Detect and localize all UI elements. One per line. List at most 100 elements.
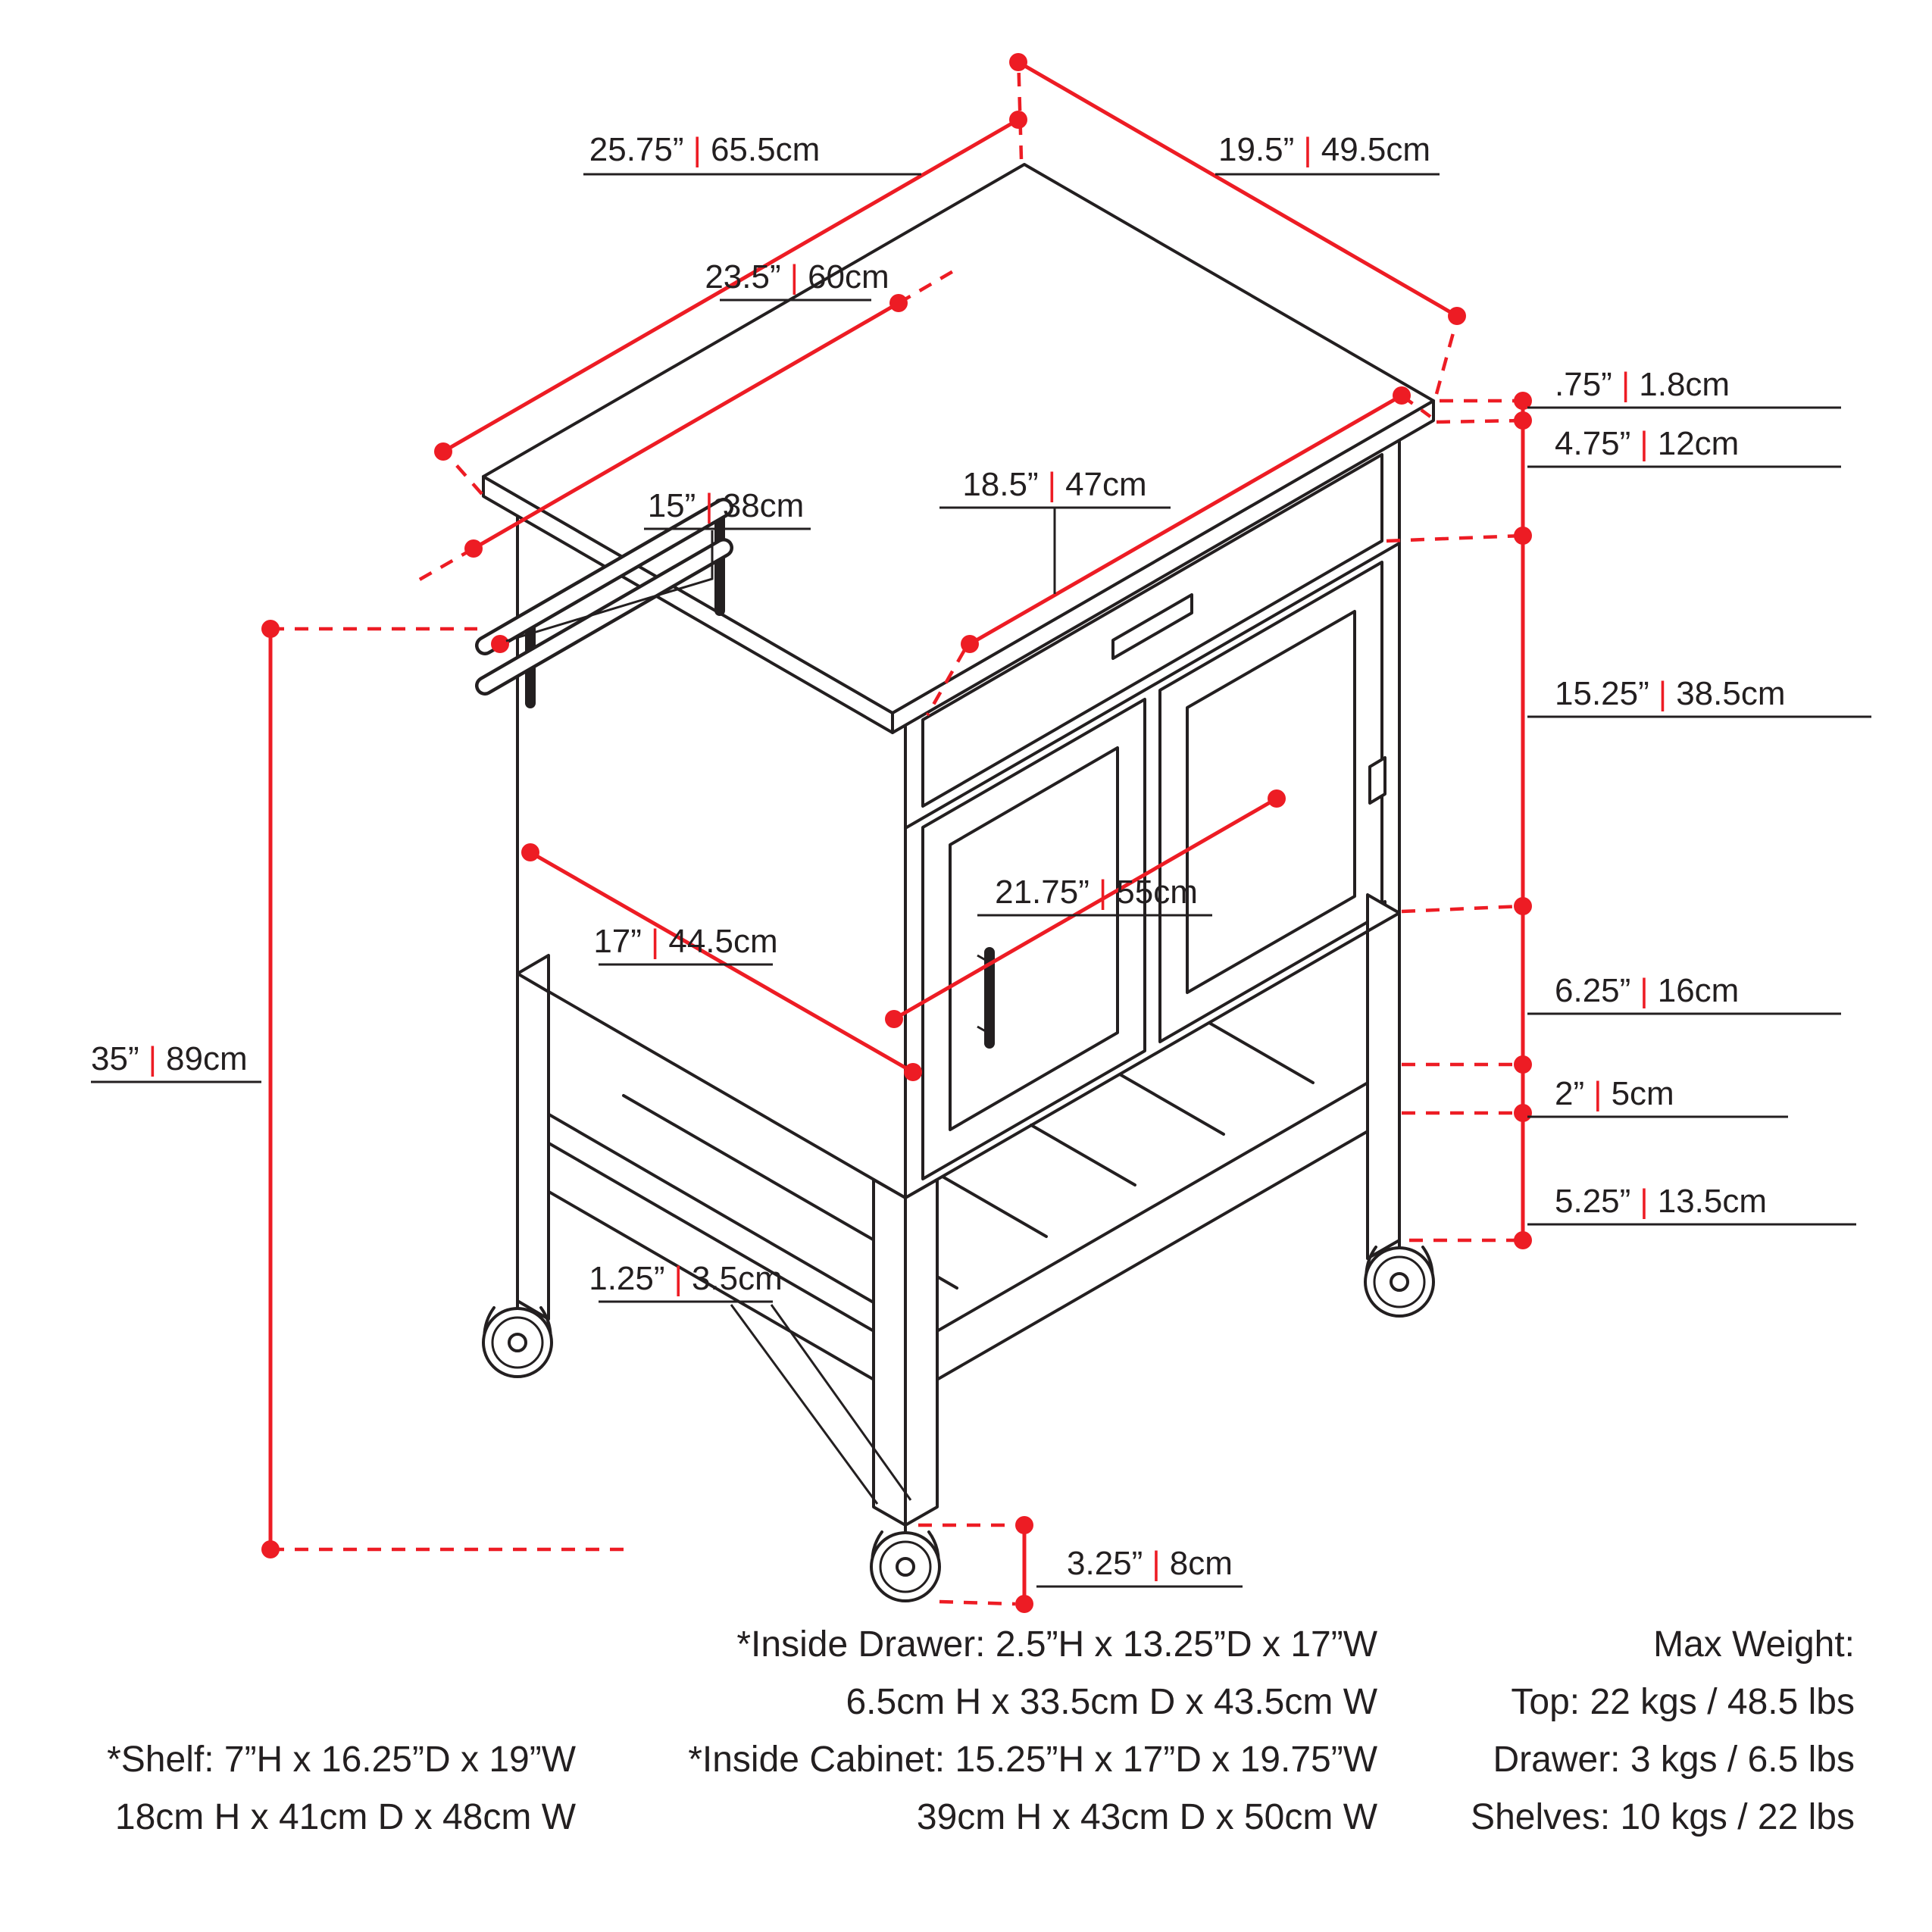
note-shelf-metric: 18cm H x 41cm D x 48cm W [115, 1797, 577, 1837]
dim-dot [1514, 411, 1532, 430]
dim-ext-drawer-bottom [1386, 533, 1524, 543]
right-caster [1364, 1239, 1435, 1318]
caster-hub [1390, 1272, 1409, 1292]
dim-dot [1514, 1055, 1532, 1074]
right-leg [1366, 893, 1401, 1260]
dim-dot [889, 294, 908, 312]
dim-dot [521, 843, 539, 861]
front-leg-right-face [904, 1178, 939, 1527]
dim-line-door-width [892, 796, 1279, 1021]
drawer-divider-line [904, 542, 1401, 830]
dim-ext-slab-bottom [1436, 418, 1524, 424]
shelf-slat [941, 1175, 1048, 1238]
dim-label-drawer-width: 18.5”|47cm [962, 466, 1146, 503]
note-inside-cabinet-imperial: *Inside Cabinet: 15.25”H x 17”D x 19.75”… [688, 1740, 1377, 1780]
caster-hub [896, 1557, 915, 1577]
dim-label-total-height: 35”|89cm [91, 1040, 248, 1077]
note-max-weight-shelves: Shelves: 10 kgs / 22 lbs [1471, 1797, 1855, 1837]
dim-line-top-depth [1016, 60, 1459, 318]
dim-dot [1009, 111, 1027, 129]
dim-line-leg-span [471, 301, 901, 551]
note-inside-drawer-metric: 6.5cm H x 33.5cm D x 43.5cm W [846, 1682, 1377, 1722]
dim-ext-cabinet-bottom [1401, 904, 1524, 914]
dim-label-shelf-thickness: 2”|5cm [1555, 1075, 1674, 1112]
dim-dot [464, 539, 483, 558]
note-max-weight-top: Top: 22 kgs / 48.5 lbs [1511, 1682, 1855, 1722]
dimension-dots [261, 53, 1532, 1613]
right-leg-front-face [1366, 911, 1401, 1260]
dimension-labels: 25.75”|65.5cm 19.5”|49.5cm 23.5”|60cm .7… [91, 131, 1786, 1582]
dim-label-leg-span: 23.5”|60cm [705, 258, 889, 295]
dim-label-cabinet-height: 15.25”|38.5cm [1555, 675, 1786, 712]
shelf-slat [541, 1109, 931, 1336]
leader-leg-width-a [730, 1304, 879, 1505]
dim-ext-drawer-left [926, 649, 966, 717]
dim-ext-top-right-corner [1434, 321, 1458, 395]
caster-hub [508, 1333, 527, 1352]
dim-line-side-depth [528, 850, 915, 1074]
dim-dot [1009, 53, 1027, 71]
dim-ext-top-left-corner [445, 453, 483, 496]
dim-dot [491, 635, 509, 653]
dim-dot [1393, 386, 1411, 405]
dim-ext-caster-bottom [939, 1599, 1016, 1606]
dim-dot [1514, 1104, 1532, 1122]
door-hinge-top [1368, 756, 1386, 805]
cart-drawing [475, 163, 1435, 1602]
dim-dot [1015, 1595, 1033, 1613]
dim-ext-leg-span-left [411, 547, 475, 585]
dim-dot [1015, 1516, 1033, 1534]
left-leg [516, 954, 550, 1321]
leader-towel-bar [505, 530, 714, 642]
shelf-slat [1118, 1073, 1225, 1136]
spec-notes: *Inside Drawer: 2.5”H x 13.25”D x 17”W 6… [107, 1624, 1855, 1837]
caster-tread [1373, 1255, 1426, 1308]
dim-ext-leg-span-right [897, 270, 955, 305]
dim-label-top-width: 25.75”|65.5cm [589, 131, 821, 168]
note-inside-drawer-imperial: *Inside Drawer: 2.5”H x 13.25”D x 17”W [736, 1624, 1377, 1665]
dim-ext-apex [1016, 54, 1024, 160]
caster-tread [491, 1316, 544, 1369]
note-inside-cabinet-metric: 39cm H x 43cm D x 50cm W [917, 1797, 1378, 1837]
left-caster [482, 1299, 553, 1378]
dim-dot [261, 1540, 280, 1558]
front-leg-left-face [872, 1178, 907, 1527]
dim-dot [885, 1010, 903, 1028]
dim-dot [904, 1063, 922, 1081]
front-leg [872, 1178, 939, 1527]
dim-label-leg-width: 1.25”|3.5cm [589, 1260, 783, 1297]
towel-bar-lower-rail-highlight [478, 541, 730, 692]
note-max-weight-title: Max Weight: [1653, 1624, 1855, 1665]
dim-label-leg-height: 5.25”|13.5cm [1555, 1183, 1767, 1220]
left-leg-front-face [516, 972, 550, 1321]
drawer-handle [1111, 593, 1193, 660]
dim-dot [261, 620, 280, 638]
towel-bar [475, 498, 733, 708]
dim-dot [1514, 897, 1532, 915]
dim-label-towel-bar: 15”|38cm [648, 487, 805, 524]
note-max-weight-drawer: Drawer: 3 kgs / 6.5 lbs [1493, 1740, 1855, 1780]
dim-label-door-width: 21.75”|55cm [995, 874, 1198, 911]
note-shelf-imperial: *Shelf: 7”H x 16.25”D x 19”W [107, 1740, 577, 1780]
dim-label-top-depth: 19.5”|49.5cm [1218, 131, 1430, 168]
dim-dot [1514, 527, 1532, 545]
dim-dot [434, 442, 452, 461]
dim-dot [1514, 392, 1532, 410]
towel-bar-upper-rail-highlight [478, 501, 730, 652]
caster-tread [879, 1540, 932, 1593]
dim-line-drawer-width [968, 393, 1404, 646]
dim-dot [1448, 307, 1466, 325]
dim-label-top-thickness: .75”|1.8cm [1555, 366, 1730, 403]
front-caster [870, 1524, 941, 1602]
label-leaders [91, 173, 1871, 1588]
dim-label-caster-height: 3.25”|8cm [1067, 1545, 1233, 1582]
dim-line-top-width [441, 117, 1021, 454]
leader-leg-width-b [770, 1304, 912, 1501]
dim-dot [1268, 789, 1286, 808]
dim-dot [1514, 1231, 1532, 1249]
dim-dot [961, 635, 979, 653]
dim-label-shelf-gap: 6.25”|16cm [1555, 972, 1739, 1009]
dimension-lines [268, 54, 1525, 1606]
shelf-slat [1030, 1124, 1136, 1186]
